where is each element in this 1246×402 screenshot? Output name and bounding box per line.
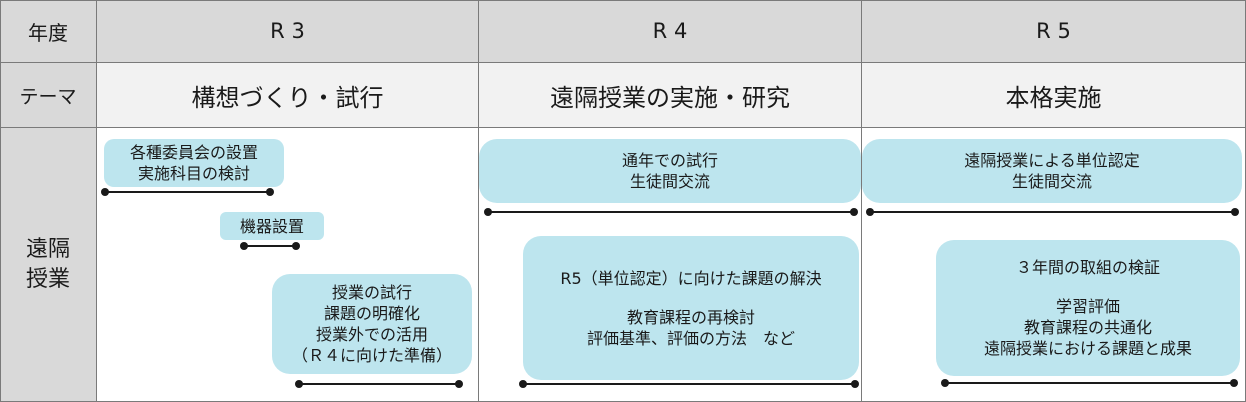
r4-yearlong-box: 通年での試行 生徒間交流 [479, 139, 861, 203]
theme-r3-text: 構想づくり・試行 [191, 83, 384, 112]
theme-label-text: テーマ [19, 85, 77, 108]
r3-equipment-end-dot [292, 242, 300, 250]
r3-equipment-start-dot [240, 242, 248, 250]
r3-trial-end-dot [455, 380, 463, 388]
r3-equipment-timeline [244, 245, 296, 247]
year-header-r4: R 4 [479, 0, 862, 63]
r3-box3-line2: 課題の明確化 [323, 304, 420, 323]
theme-r5: 本格実施 [862, 63, 1246, 128]
r5-verification-start-dot [941, 379, 949, 387]
r4-issues-timeline [523, 383, 855, 385]
year-r4-text: R 4 [652, 19, 688, 43]
year-header-r3: R 3 [97, 0, 479, 63]
year-r5-text: R 5 [1036, 19, 1071, 43]
r5-credit-start-dot [866, 208, 874, 216]
year-header-text: 年度 [28, 20, 68, 45]
r3-committee-box: 各種委員会の設置 実施科目の検討 [104, 139, 284, 187]
r5-verification-end-dot [1230, 379, 1238, 387]
r3-trial-timeline [299, 383, 459, 385]
r3-box3-line3: 授業外での活用 [315, 325, 428, 344]
r3-box1-line2: 実施科目の検討 [137, 164, 250, 183]
r4-yearlong-start-dot [484, 208, 492, 216]
r4-box1-line1: 通年での試行 [621, 151, 718, 170]
remote-label-line1: 遠隔 [25, 236, 70, 262]
r4-issues-box: R5（単位認定）に向けた課題の解決 教育課程の再検討 評価基準、評価の方法 など [523, 236, 859, 380]
year-header-r5: R 5 [862, 0, 1246, 63]
r4-box1-line2: 生徒間交流 [629, 172, 710, 191]
r3-committee-start-dot [101, 188, 109, 196]
r5-box2-line3: 教育課程の共通化 [1023, 318, 1152, 337]
theme-r4-text: 遠隔授業の実施・研究 [550, 83, 790, 112]
r5-credit-box: 遠隔授業による単位認定 生徒間交流 [862, 139, 1242, 203]
r5-credit-end-dot [1231, 208, 1239, 216]
r4-issues-end-dot [851, 380, 859, 388]
theme-r4: 遠隔授業の実施・研究 [479, 63, 862, 128]
r3-box3-line4: （Ｒ４に向けた準備） [291, 346, 452, 365]
theme-r5-text: 本格実施 [1005, 83, 1102, 112]
r4-box2-line3: 評価基準、評価の方法 など [586, 328, 795, 348]
r3-trial-start-dot [295, 380, 303, 388]
r5-box2-line4: 遠隔授業における課題と成果 [983, 339, 1192, 358]
r4-box2-line1: R5（単位認定）に向けた課題の解決 [560, 268, 822, 288]
r5-verification-box: ３年間の取組の検証 学習評価 教育課程の共通化 遠隔授業における課題と成果 [936, 240, 1240, 376]
remote-label-line2: 授業 [25, 266, 70, 292]
remote-row-label: 遠隔 授業 [0, 128, 97, 402]
r3-trial-box: 授業の試行 課題の明確化 授業外での活用 （Ｒ４に向けた準備） [272, 274, 472, 374]
r3-committee-timeline [105, 191, 270, 193]
r3-box3-line1: 授業の試行 [331, 283, 412, 302]
r3-committee-end-dot [266, 188, 274, 196]
r3-box2-line1: 機器設置 [239, 216, 304, 236]
r4-box2-line2: 教育課程の再検討 [626, 307, 755, 327]
r3-equipment-box: 機器設置 [220, 212, 324, 240]
year-header-label: 年度 [0, 0, 97, 63]
r4-issues-start-dot [519, 380, 527, 388]
theme-row-label: テーマ [0, 63, 97, 128]
r3-box1-line1: 各種委員会の設置 [129, 143, 258, 162]
theme-r3: 構想づくり・試行 [97, 63, 479, 128]
year-r3-text: R 3 [270, 19, 305, 43]
r5-credit-timeline [870, 211, 1235, 213]
r5-box2-line1: ３年間の取組の検証 [1015, 258, 1160, 277]
r4-yearlong-end-dot [850, 208, 858, 216]
r5-box2-line2: 学習評価 [1055, 297, 1120, 316]
r5-verification-timeline [945, 382, 1234, 384]
r5-box1-line1: 遠隔授業による単位認定 [964, 151, 1140, 170]
r4-yearlong-timeline [488, 211, 854, 213]
r5-box1-line2: 生徒間交流 [1011, 172, 1092, 191]
